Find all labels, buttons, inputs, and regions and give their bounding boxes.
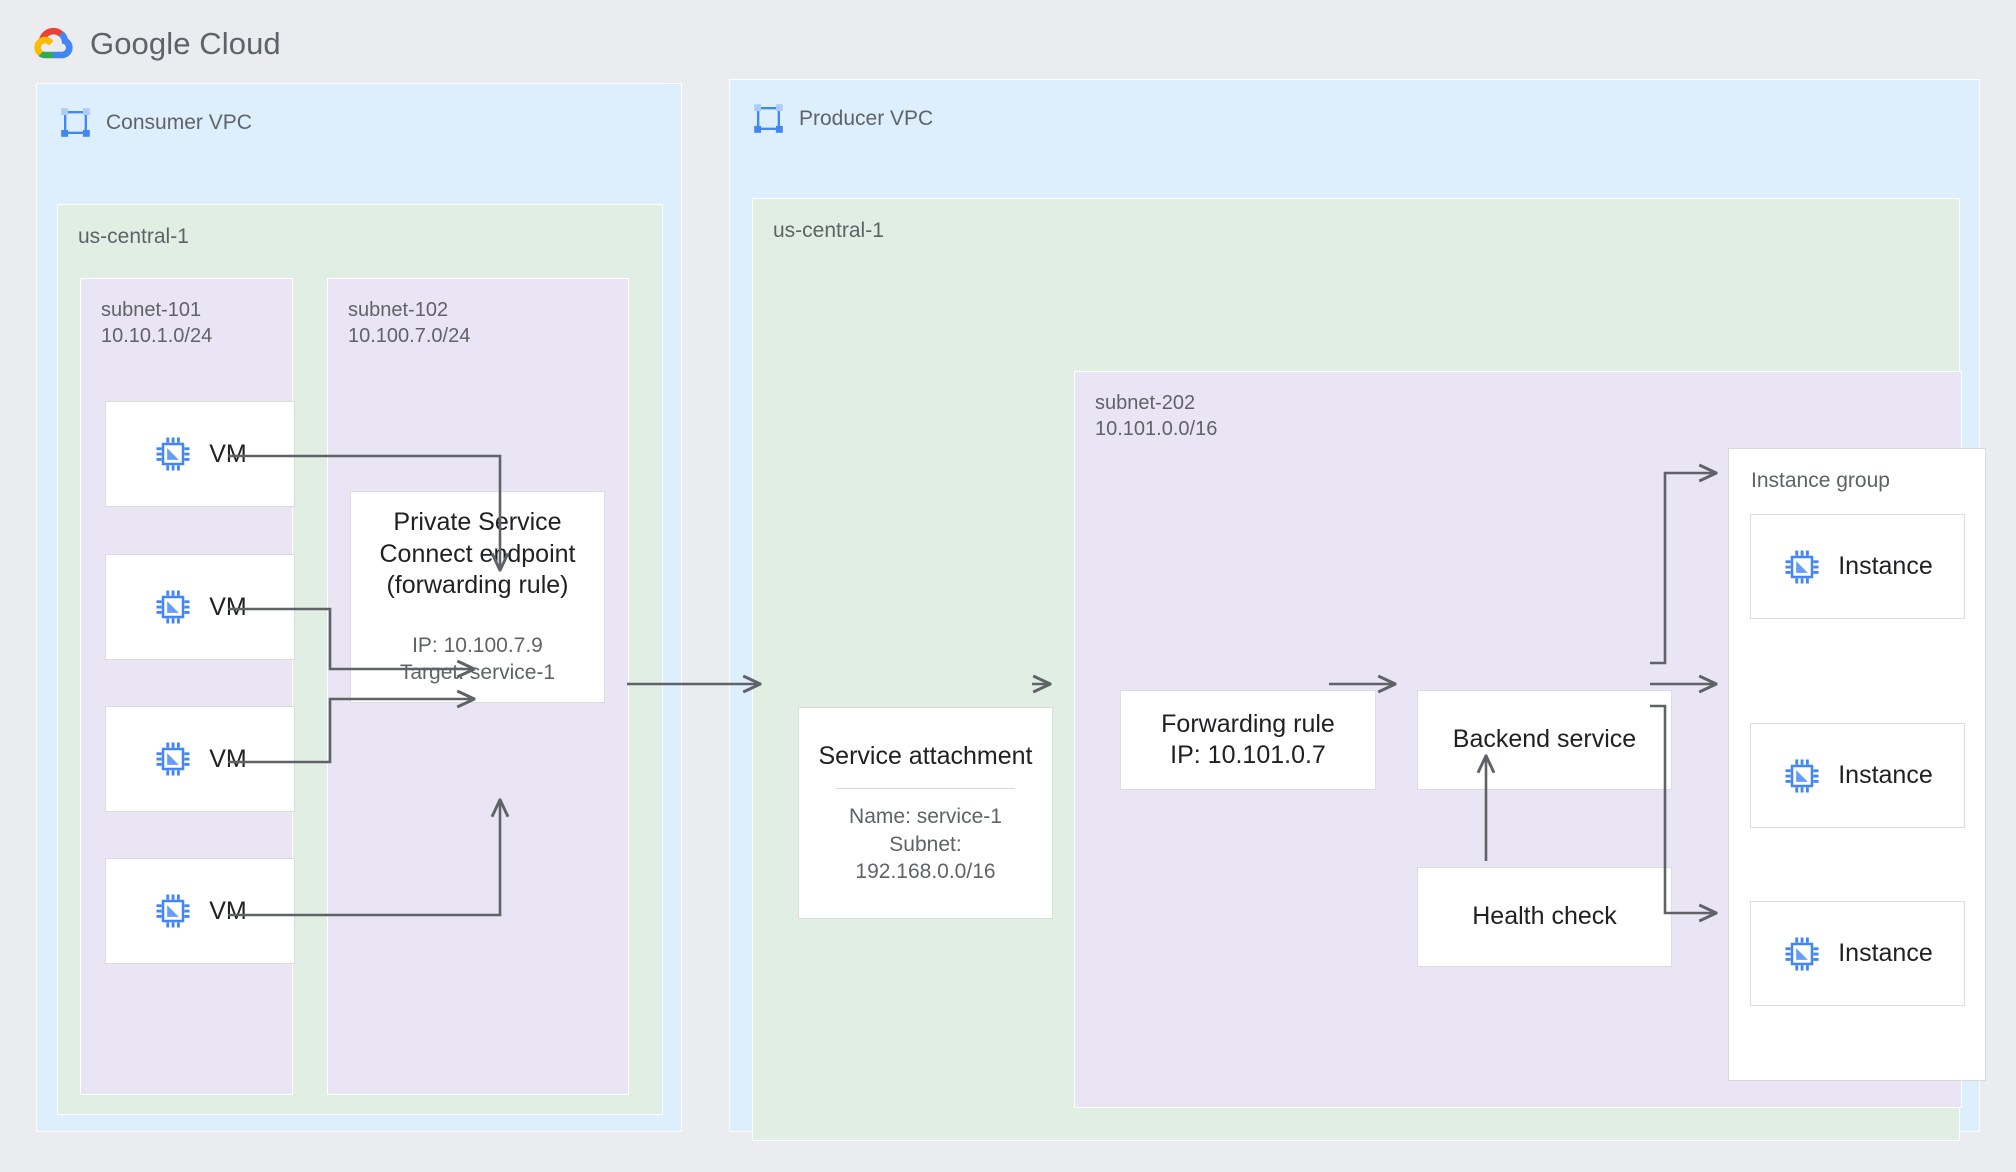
forwarding-rule-title: Forwarding rule IP: 10.101.0.7: [1161, 709, 1335, 770]
vm-instance-icon: [1785, 937, 1819, 970]
service-attachment[interactable]: Service attachment Name: service-1 Subne…: [798, 707, 1053, 919]
vm-instance-icon: [156, 742, 190, 776]
consumer-vm-2[interactable]: VM: [105, 554, 295, 660]
vm-instance-icon: [156, 894, 190, 928]
producer-vpc-label: Producer VPC: [799, 106, 934, 130]
consumer-vm-3-label: VM: [209, 744, 247, 773]
consumer-vm-3[interactable]: VM: [105, 706, 295, 812]
producer-instance-1-label: Instance: [1838, 552, 1933, 580]
subnet-202-container: subnet-202 10.101.0.0/16 Forwarding rule…: [1074, 371, 1986, 1108]
subnet-202-label: subnet-202 10.101.0.0/16: [1095, 392, 1218, 441]
producer-region-container: us-central-1 Service attachment Name: se…: [752, 198, 1986, 1141]
subnet-101-container: subnet-101 10.10.1.0/24 VM: [80, 278, 295, 1095]
consumer-vm-2-label: VM: [209, 592, 247, 621]
instance-group-label: Instance group: [1751, 469, 1890, 492]
service-attachment-divider: [836, 788, 1015, 790]
google-cloud-brand: Google Cloud: [32, 22, 281, 66]
consumer-vm-1[interactable]: VM: [105, 401, 295, 507]
consumer-region-container: us-central-1 subnet-101 10.10.1.0/24: [57, 204, 663, 1115]
producer-instance-3[interactable]: Instance: [1750, 901, 1965, 1006]
vm-instance-icon: [1785, 550, 1819, 583]
consumer-vpc-header: Consumer VPC: [59, 106, 252, 139]
vpc-network-icon: [61, 108, 90, 137]
service-attachment-details: Name: service-1 Subnet: 192.168.0.0/16: [849, 805, 1002, 883]
backend-service[interactable]: Backend service: [1417, 690, 1672, 790]
consumer-vpc-label: Consumer VPC: [106, 110, 252, 134]
producer-vpc-header: Producer VPC: [752, 102, 933, 135]
producer-instance-1[interactable]: Instance: [1750, 514, 1965, 619]
psc-endpoint-details: IP: 10.100.7.9 Target: service-1: [399, 633, 556, 685]
consumer-region-label: us-central-1: [78, 225, 189, 248]
instance-group-container: Instance group Instanc: [1728, 448, 1986, 1081]
psc-endpoint-title: Private Service Connect endpoint (forwar…: [379, 508, 576, 600]
subnet-102-container: subnet-102 10.100.7.0/24 Private Service…: [327, 278, 629, 1095]
health-check[interactable]: Health check: [1417, 867, 1672, 967]
producer-instance-2-label: Instance: [1838, 761, 1933, 789]
service-attachment-title: Service attachment: [818, 741, 1033, 770]
vpc-network-icon: [754, 104, 783, 133]
brand-wordmark: Google Cloud: [90, 26, 281, 61]
backend-service-title: Backend service: [1452, 725, 1637, 754]
vm-instance-icon: [156, 590, 190, 624]
private-service-connect-endpoint[interactable]: Private Service Connect endpoint (forwar…: [350, 491, 605, 703]
producer-region-label: us-central-1: [773, 219, 884, 242]
google-cloud-logo-icon: [34, 27, 73, 59]
producer-instance-3-label: Instance: [1838, 939, 1933, 967]
producer-instance-2[interactable]: Instance: [1750, 723, 1965, 828]
vm-instance-icon: [156, 437, 190, 471]
subnet-102-label: subnet-102 10.100.7.0/24: [348, 299, 471, 348]
consumer-vm-1-label: VM: [209, 439, 247, 468]
consumer-vm-4[interactable]: VM: [105, 858, 295, 964]
consumer-vpc-container: Consumer VPC us-central-1 subnet-101 10.…: [36, 83, 682, 1132]
health-check-title: Health check: [1472, 902, 1617, 931]
subnet-101-label: subnet-101 10.10.1.0/24: [101, 299, 213, 348]
forwarding-rule[interactable]: Forwarding rule IP: 10.101.0.7: [1120, 690, 1376, 790]
vm-instance-icon: [1785, 759, 1819, 792]
consumer-vm-4-label: VM: [209, 896, 247, 925]
producer-vpc-container: Producer VPC us-central-1 Service attach…: [729, 79, 1986, 1141]
